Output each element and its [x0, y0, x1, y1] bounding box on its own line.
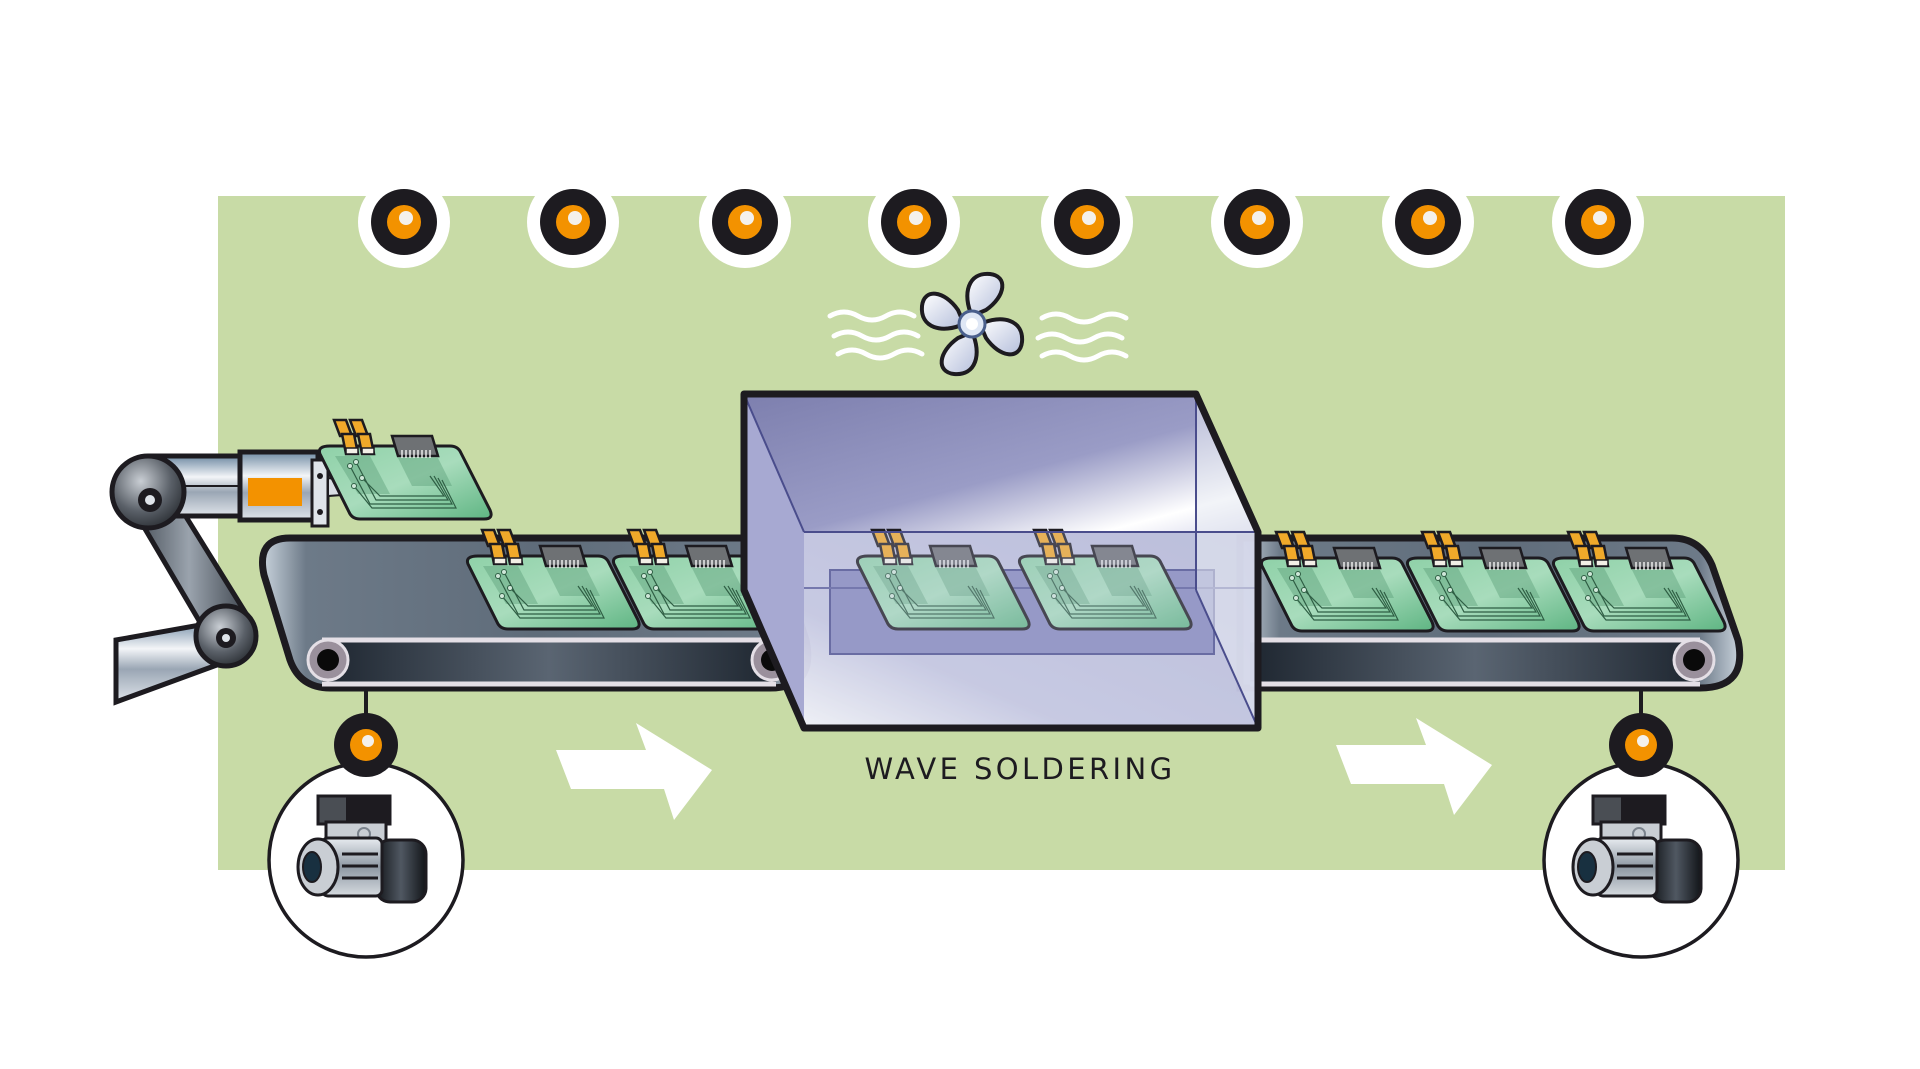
right-conveyor — [1236, 530, 1744, 692]
robot-arm-icon — [109, 418, 493, 706]
indicator-light-icon — [699, 176, 791, 268]
process-title: WAVE SOLDERING — [864, 752, 1176, 786]
wave-soldering-chamber — [740, 390, 1262, 732]
left-conveyor — [259, 528, 812, 692]
indicator-light-icon — [527, 176, 619, 268]
cooling-fan-icon — [827, 271, 1129, 377]
left-motor-icon — [267, 761, 465, 959]
indicator-light-icon — [868, 176, 960, 268]
indicator-light-icon — [1382, 176, 1474, 268]
indicator-light-icon — [1041, 176, 1133, 268]
indicator-light-icon — [1552, 176, 1644, 268]
indicator-light-icon — [358, 176, 450, 268]
indicator-light-icon — [1211, 176, 1303, 268]
right-motor — [1542, 713, 1740, 959]
right-motor-icon — [1542, 761, 1740, 959]
left-motor — [267, 713, 465, 959]
